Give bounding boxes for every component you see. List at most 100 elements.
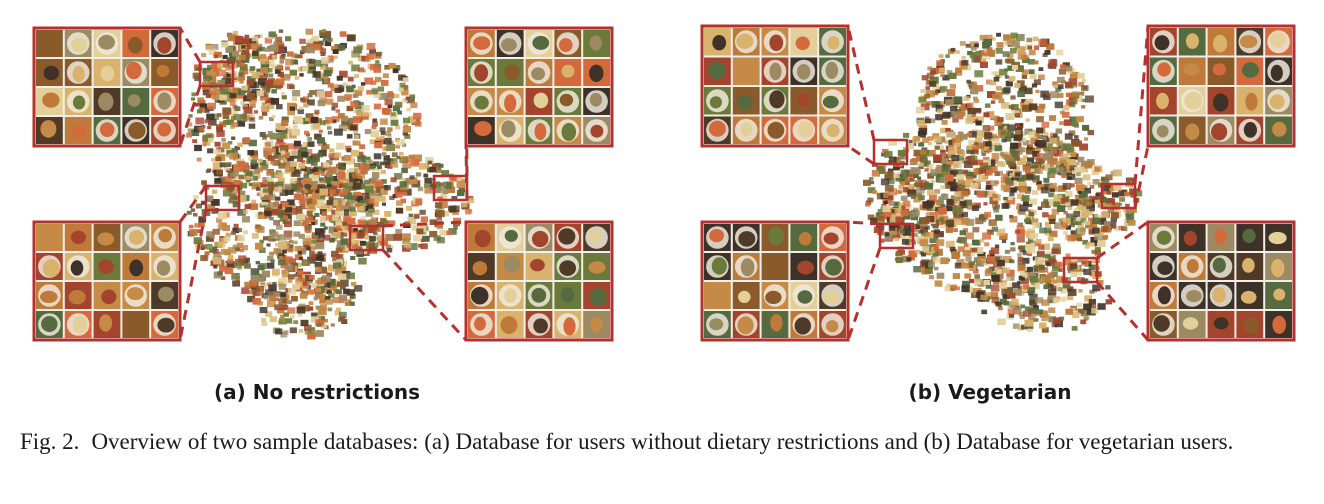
food-thumbnail: [1128, 219, 1136, 226]
food-thumbnail: [388, 220, 396, 227]
food-thumbnail: [283, 294, 290, 300]
food-thumbnail: [1111, 192, 1119, 198]
food-thumbnail: [977, 252, 986, 259]
food-shape: [1186, 259, 1199, 273]
food-thumbnail: [418, 163, 428, 170]
dish-photo: [1207, 224, 1235, 251]
food-thumbnail: [310, 181, 317, 186]
food-thumbnail: [1068, 102, 1076, 108]
food-thumbnail: [237, 235, 245, 242]
food-thumbnail: [312, 35, 319, 42]
food-shape: [1245, 92, 1258, 111]
food-thumbnail: [925, 160, 931, 165]
food-thumbnail: [390, 177, 397, 183]
food-thumbnail: [1056, 140, 1064, 146]
food-thumbnail: [936, 60, 944, 66]
food-thumbnail: [212, 87, 219, 93]
food-thumbnail: [1067, 288, 1077, 296]
food-thumbnail: [311, 239, 317, 245]
food-thumbnail: [264, 87, 271, 93]
food-thumbnail: [1075, 220, 1082, 225]
food-thumbnail: [935, 239, 945, 246]
food-thumbnail: [1027, 287, 1036, 294]
food-thumbnail: [924, 116, 930, 121]
food-shape: [1156, 230, 1172, 245]
food-thumbnail: [1018, 185, 1028, 193]
food-thumbnail: [965, 219, 975, 226]
food-thumbnail: [1072, 170, 1077, 174]
food-thumbnail: [410, 159, 420, 167]
dish-photo: [583, 224, 610, 251]
food-thumbnail: [364, 77, 374, 85]
food-thumbnail: [328, 58, 334, 63]
food-thumbnail: [314, 202, 321, 208]
food-thumbnail: [250, 43, 259, 50]
food-thumbnail: [1062, 282, 1071, 289]
food-thumbnail: [999, 68, 1008, 76]
food-thumbnail: [1033, 79, 1041, 86]
food-thumbnail: [278, 241, 288, 249]
food-thumbnail: [888, 201, 895, 207]
food-thumbnail: [968, 131, 977, 138]
food-thumbnail: [1044, 227, 1052, 234]
food-thumbnail: [244, 204, 251, 210]
food-thumbnail: [928, 262, 935, 268]
food-thumbnail: [278, 283, 287, 290]
food-thumbnail: [371, 89, 378, 95]
food-thumbnail: [357, 155, 366, 163]
food-thumbnail: [375, 60, 380, 64]
food-thumbnail: [328, 226, 338, 234]
food-thumbnail: [1016, 229, 1026, 237]
food-thumbnail: [982, 125, 990, 131]
food-shape: [157, 92, 172, 110]
dish-photo: [496, 224, 524, 251]
food-thumbnail: [259, 239, 264, 244]
food-shape: [797, 64, 811, 80]
food-thumbnail: [438, 182, 443, 187]
food-thumbnail: [259, 160, 267, 166]
food-thumbnail: [316, 281, 324, 288]
zoom-connector-line: [846, 247, 882, 341]
food-thumbnail: [266, 68, 273, 73]
food-thumbnail: [985, 268, 993, 274]
food-thumbnail: [451, 196, 458, 201]
food-thumbnail: [927, 66, 933, 71]
food-thumbnail: [287, 288, 297, 295]
food-thumbnail: [896, 258, 902, 264]
food-thumbnail: [1009, 301, 1018, 309]
food-thumbnail: [307, 61, 315, 67]
food-thumbnail: [201, 53, 207, 58]
food-thumbnail: [1027, 45, 1033, 50]
food-thumbnail: [991, 220, 997, 226]
food-thumbnail: [354, 202, 360, 207]
food-thumbnail: [261, 102, 266, 106]
food-thumbnail: [284, 161, 292, 168]
food-thumbnail: [358, 183, 366, 189]
zoom-inset: [432, 26, 614, 202]
food-shape: [73, 95, 86, 110]
food-thumbnail: [232, 244, 239, 250]
food-thumbnail: [917, 120, 926, 127]
food-thumbnail: [1027, 252, 1032, 257]
food-thumbnail: [240, 37, 250, 45]
food-thumbnail: [377, 86, 385, 92]
food-thumbnail: [359, 151, 364, 156]
food-thumbnail: [925, 232, 934, 239]
food-thumbnail: [1011, 39, 1020, 47]
food-thumbnail: [194, 102, 199, 107]
food-thumbnail: [286, 299, 292, 304]
food-thumbnail: [416, 228, 424, 235]
food-thumbnail: [934, 136, 942, 143]
food-thumbnail: [371, 164, 380, 171]
food-thumbnail: [1089, 185, 1095, 189]
dish-photo: [525, 224, 553, 251]
food-thumbnail: [296, 262, 302, 267]
dish-photo: [122, 282, 150, 309]
food-thumbnail: [248, 182, 253, 187]
food-thumbnail: [408, 213, 413, 217]
food-thumbnail: [1039, 227, 1047, 234]
food-thumbnail: [957, 114, 964, 120]
food-thumbnail: [867, 214, 875, 220]
food-thumbnail: [1030, 281, 1036, 285]
food-thumbnail: [1048, 214, 1056, 221]
